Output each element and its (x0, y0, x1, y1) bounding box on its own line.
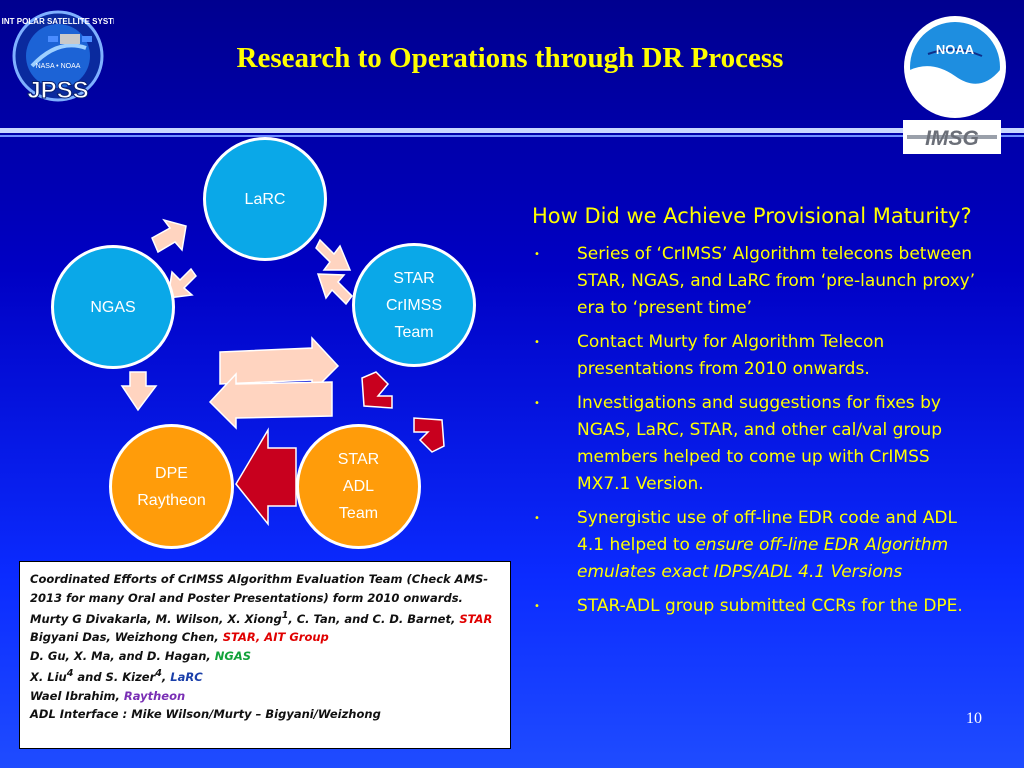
bullet-item: • Synergistic use of off-line EDR code an… (532, 505, 980, 586)
jpss-sub-text: NASA • NOAA (36, 63, 81, 70)
org-larc: LaRC (170, 670, 203, 685)
bullet-item: • Series of ‘CrIMSS’ Algorithm telecons b… (532, 241, 980, 322)
node-ngas-label: NGAS (90, 298, 136, 316)
bullet-marker: • (534, 513, 540, 524)
jpss-logo-text: JPSS (27, 77, 88, 104)
credits-line-raytheon: Wael Ibrahim, Raytheon (30, 688, 186, 703)
bullet-marker: • (534, 601, 540, 612)
node-star-crimss: STAR CrIMSS Team (352, 243, 476, 367)
noaa-logo-text: NOAA (936, 42, 975, 57)
bullet-marker: • (534, 337, 540, 348)
credits-heading: Coordinated Efforts of CrIMSS Algorithm … (30, 572, 489, 605)
noaa-logo: NOAA (904, 16, 1006, 118)
imsg-logo-text: IMSG (925, 127, 979, 150)
credits-line-adl: ADL Interface : Mike Wilson/Murty – Bigy… (30, 707, 381, 722)
jpss-logo: JOINT POLAR SATELLITE SYSTEM NASA • NOAA… (2, 10, 114, 105)
bullet-list: • Series of ‘CrIMSS’ Algorithm telecons b… (532, 241, 980, 620)
arrow-ngas-to-dpe (120, 371, 158, 412)
credits-line-ngas: D. Gu, X. Ma, and D. Hagan, NGAS (30, 648, 252, 663)
node-star-adl: STAR ADL Team (296, 424, 421, 549)
bullet-item: • Contact Murty for Algorithm Telecon pre… (532, 329, 980, 383)
node-ngas: NGAS (51, 245, 175, 369)
bullet-item: • Investigations and suggestions for fixe… (532, 390, 980, 498)
arrow-star-crimss-to-larc (316, 273, 353, 306)
bullet-panel: How Did we Achieve Provisional Maturity?… (532, 201, 980, 627)
arrow-adl-to-dpe (235, 427, 297, 527)
node-star-crimss-label: STAR CrIMSS Team (386, 269, 442, 341)
credits-line-star: Murty G Divakarla, M. Wilson, X. Xiong1,… (30, 610, 493, 626)
arrow-ngas-to-larc (151, 218, 187, 254)
node-dpe: DPE Raytheon (109, 424, 234, 549)
imsg-logo: IMSG (903, 120, 1001, 154)
arrow-star-crimss-to-star-adl (361, 371, 393, 409)
org-star-ait: STAR, AIT Group (222, 630, 329, 645)
bullet-text: STAR-ADL group submitted CCRs for the DP… (577, 596, 963, 616)
bullet-item: • STAR-ADL group submitted CCRs for the D… (532, 593, 980, 620)
credits-line-ait: Bigyani Das, Weizhong Chen, STAR, AIT Gr… (30, 630, 329, 645)
bullet-marker: • (534, 249, 540, 260)
slide-title: Research to Operations through DR Proces… (236, 42, 784, 74)
bullet-text: Investigations and suggestions for fixes… (577, 393, 943, 494)
bullet-text: Series of ‘CrIMSS’ Algorithm telecons be… (577, 244, 976, 318)
header-divider (0, 128, 1024, 133)
bullet-text: Contact Murty for Algorithm Telecon pres… (577, 332, 885, 379)
node-star-adl-label: STAR ADL Team (337, 451, 380, 522)
credits-box: Coordinated Efforts of CrIMSS Algorithm … (19, 561, 511, 749)
node-larc: LaRC (203, 137, 327, 261)
node-dpe-label: DPE Raytheon (137, 464, 206, 509)
org-star: STAR (459, 611, 493, 626)
org-raytheon: Raytheon (123, 688, 186, 703)
jpss-ring-text: JOINT POLAR SATELLITE SYSTEM (2, 17, 114, 26)
page-number: 10 (966, 710, 982, 727)
node-larc-label: LaRC (244, 190, 286, 208)
arrow-star-adl-to-star-crimss (413, 417, 445, 453)
bullet-marker: • (534, 398, 540, 409)
header-divider-thin (0, 135, 1024, 137)
arrow-larc-to-star-crimss (315, 238, 352, 271)
bullet-text: Synergistic use of off-line EDR code and… (577, 508, 957, 555)
arrow-left-large (208, 372, 333, 430)
credits-line-larc: X. Liu4 and S. Kizer4, LaRC (30, 668, 203, 685)
bullet-heading: How Did we Achieve Provisional Maturity? (532, 204, 972, 228)
org-ngas: NGAS (214, 648, 252, 663)
bullet-text-italic: ensure off-line EDR Algorithm emulates e… (577, 535, 949, 582)
